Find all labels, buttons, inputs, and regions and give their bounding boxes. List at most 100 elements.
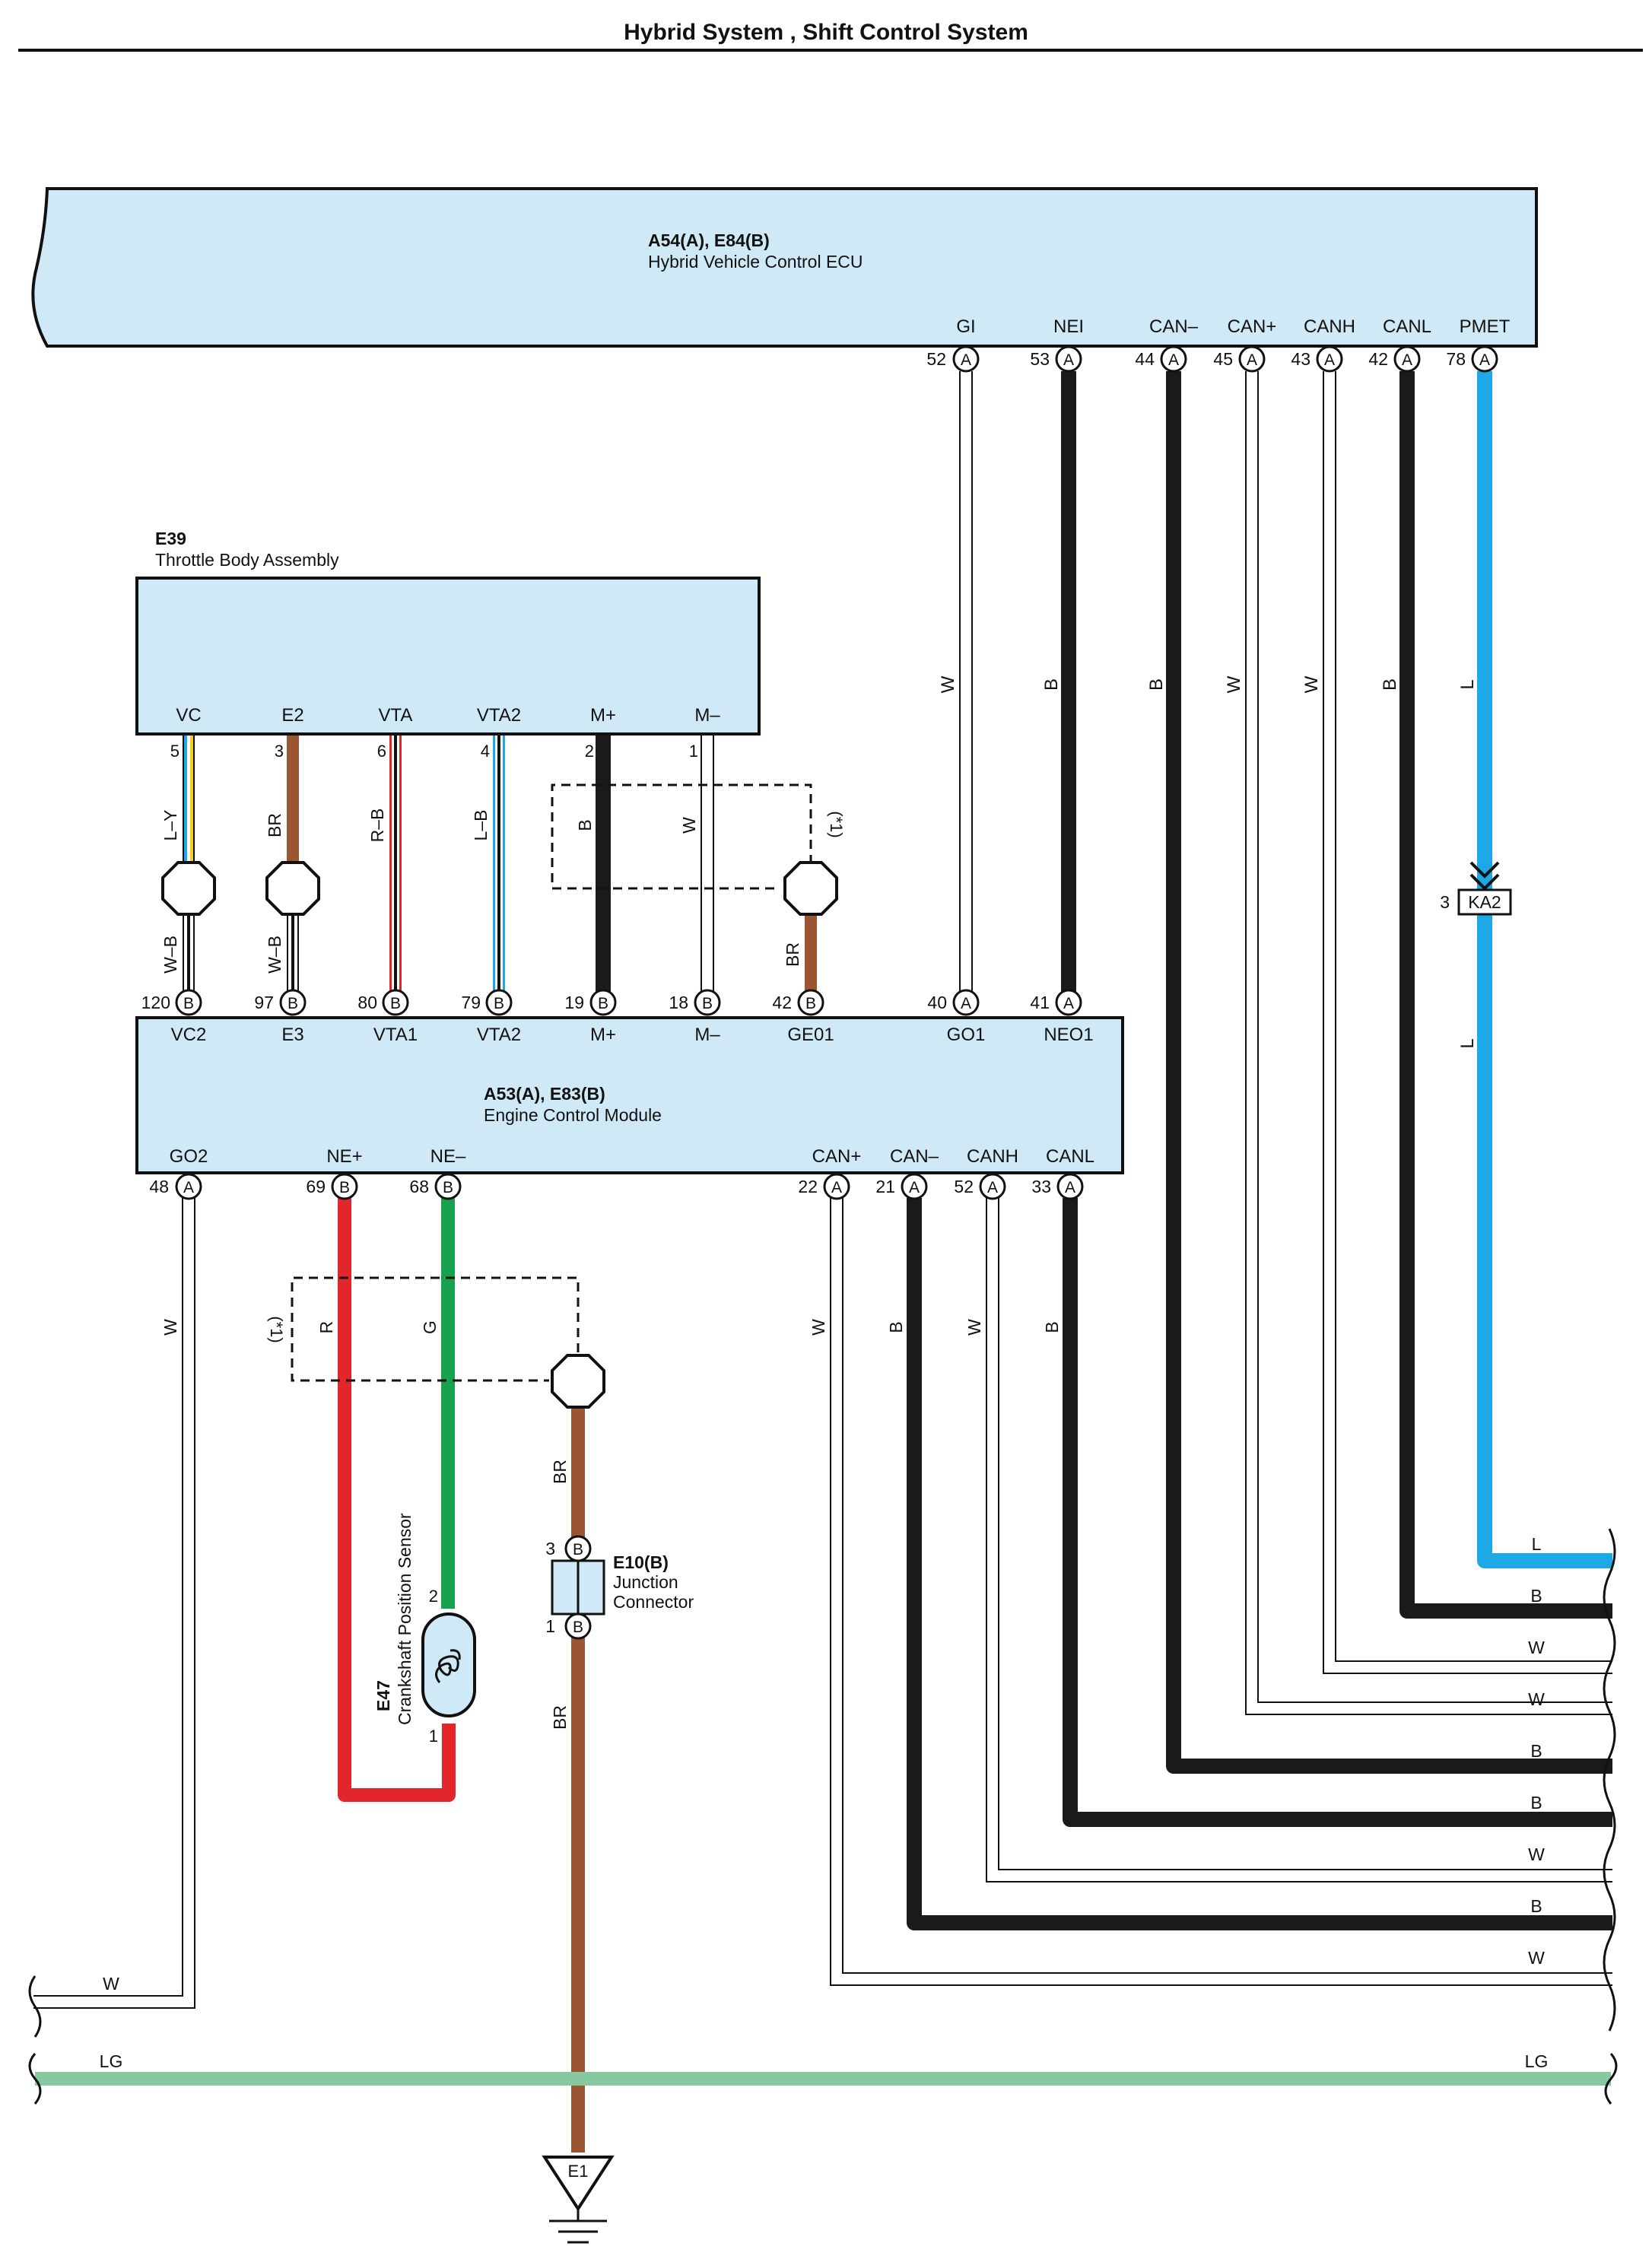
sensor-name: Crankshaft Position Sensor xyxy=(395,1513,415,1725)
hv-ecu-code: A54(A), E84(B) xyxy=(648,230,770,250)
wire-label: L xyxy=(1457,679,1478,689)
shield-splice-icon xyxy=(551,1354,605,1409)
ka2-label: KA2 xyxy=(1468,892,1501,912)
pin-circle-icon: A xyxy=(979,1173,1006,1200)
wire-label: B xyxy=(1380,678,1400,691)
pin-circle-icon: A xyxy=(1056,1173,1084,1200)
junction-connector: B B 3 1 E10(B) Junction Connector xyxy=(545,1535,694,1640)
break-mark-left xyxy=(28,1975,42,2038)
connector-arrow-icon xyxy=(1469,861,1500,891)
ecm-bottom-pin-label: GO2 xyxy=(170,1146,208,1167)
hv-pin-label-pmet: PMET xyxy=(1460,316,1511,337)
wire-label: W xyxy=(1528,1689,1545,1709)
wire-ecm-can-minus-b xyxy=(907,1198,1612,1930)
ecm-bottom-pin-num: 48 xyxy=(149,1177,169,1196)
coil-icon xyxy=(435,1649,461,1683)
ecm-pin-num: 120 xyxy=(141,993,170,1012)
svg-text:A: A xyxy=(909,1179,920,1196)
pin-circle-icon: A xyxy=(1393,345,1421,373)
svg-text:B: B xyxy=(805,995,816,1012)
ecm-bottom-pin-num: 68 xyxy=(409,1177,429,1196)
ecm-pin-label: E3 xyxy=(281,1025,303,1045)
ecm-bottom-pin-label: NE– xyxy=(430,1146,466,1167)
ecm-pin-num: 40 xyxy=(927,993,947,1012)
ecm-bottom-pin-label: CANL xyxy=(1046,1146,1094,1167)
ecm-pin-num: 18 xyxy=(669,993,688,1012)
junction-pin-top: 3 xyxy=(545,1539,555,1558)
throttle-pin-num: 5 xyxy=(170,742,179,761)
svg-text:A: A xyxy=(961,995,971,1012)
wire-label: L–B xyxy=(471,810,491,841)
ecm-box xyxy=(135,1016,1124,1174)
wire-label: W–B xyxy=(265,936,284,974)
ecm-top-pins: B B B B B B B A A xyxy=(175,989,1082,1016)
ecm-bottom-pin-label: NE+ xyxy=(326,1146,362,1167)
throttle-pin-num: 4 xyxy=(481,742,490,761)
pin-circle-icon: B xyxy=(279,989,307,1016)
pin-circle-icon: B xyxy=(175,989,202,1016)
ecm-pin-label: VTA2 xyxy=(477,1025,521,1045)
wire-label: R xyxy=(316,1321,336,1334)
ecm-pin-num: 97 xyxy=(254,993,274,1012)
hv-pin-num: 53 xyxy=(1030,349,1050,369)
wire-ecm-canl-b xyxy=(1063,1198,1612,1827)
pin-circle-icon: B xyxy=(797,989,824,1016)
pin-circle-icon: B xyxy=(564,1535,592,1562)
ecm-pin-num: 79 xyxy=(461,993,481,1012)
svg-text:A: A xyxy=(183,1179,194,1196)
shield-splice-icon xyxy=(783,861,838,916)
ecm-pin-num: 42 xyxy=(772,993,792,1012)
throttle-code: E39 xyxy=(155,529,186,548)
junction-pin-bottom: 1 xyxy=(545,1616,555,1636)
ecm-pin-num: 41 xyxy=(1030,993,1050,1012)
hv-pin-num: 42 xyxy=(1368,349,1388,369)
hv-pin-num: 45 xyxy=(1213,349,1233,369)
hv-pin-label-nei: NEI xyxy=(1053,316,1084,337)
wire-hv-canl-b xyxy=(1399,371,1612,1619)
throttle-pin-label: VC xyxy=(176,705,201,726)
wire-label: W xyxy=(679,817,699,834)
hv-pin-label-can-plus: CAN+ xyxy=(1228,316,1277,337)
wire-label: W xyxy=(1224,675,1244,693)
wire-label: B xyxy=(1041,678,1062,691)
ecm-pin-num: 19 xyxy=(564,993,584,1012)
pin-circle-icon: A xyxy=(1055,989,1082,1016)
svg-text:A: A xyxy=(831,1179,842,1196)
break-mark-right xyxy=(1603,1528,1616,2032)
break-mark-lg-right xyxy=(1604,2053,1618,2105)
throttle-pin-label: E2 xyxy=(281,705,303,726)
wire-ne-plus-r xyxy=(338,1198,456,1802)
shield-note: (*1) xyxy=(267,1316,286,1342)
throttle-box xyxy=(135,577,761,736)
hv-ecu-box xyxy=(31,187,1538,348)
ecm-bottom-pin-num: 69 xyxy=(306,1177,326,1196)
svg-text:B: B xyxy=(288,995,298,1012)
pin-circle-icon: A xyxy=(1055,345,1082,373)
wire-label: G xyxy=(420,1320,440,1334)
junction-code: E10(B) xyxy=(613,1552,669,1572)
pin-circle-icon: A xyxy=(1316,345,1343,373)
svg-text:A: A xyxy=(1065,1179,1075,1196)
pin-circle-icon: B xyxy=(564,1612,592,1640)
pin-circle-icon: B xyxy=(331,1173,358,1200)
svg-text:B: B xyxy=(573,1619,583,1636)
pin-circle-icon: A xyxy=(823,1173,850,1200)
wire-label: BR xyxy=(550,1705,570,1730)
hv-pin-num: 43 xyxy=(1291,349,1310,369)
wire-label: W xyxy=(103,1974,119,1994)
throttle-pin-num: 1 xyxy=(689,742,698,761)
page-title: Hybrid System , Shift Control System xyxy=(624,20,1028,45)
wire-label: B xyxy=(575,819,595,831)
ecm-bottom-pins: A B B A A A A xyxy=(175,1173,1084,1200)
wire-hv-can-plus-w xyxy=(1245,371,1612,1715)
wire-label: W xyxy=(1528,1638,1545,1657)
wire-label: W xyxy=(938,675,958,693)
ecm-bottom-pin-label: CANH xyxy=(967,1146,1018,1167)
hv-pin-num: 78 xyxy=(1446,349,1466,369)
hv-pin-label-gi: GI xyxy=(956,316,975,337)
shield-upper: (*1) xyxy=(551,783,846,890)
wire-label: B xyxy=(1530,1896,1542,1916)
svg-text:B: B xyxy=(183,995,194,1012)
ground-label: E1 xyxy=(568,2162,589,2181)
